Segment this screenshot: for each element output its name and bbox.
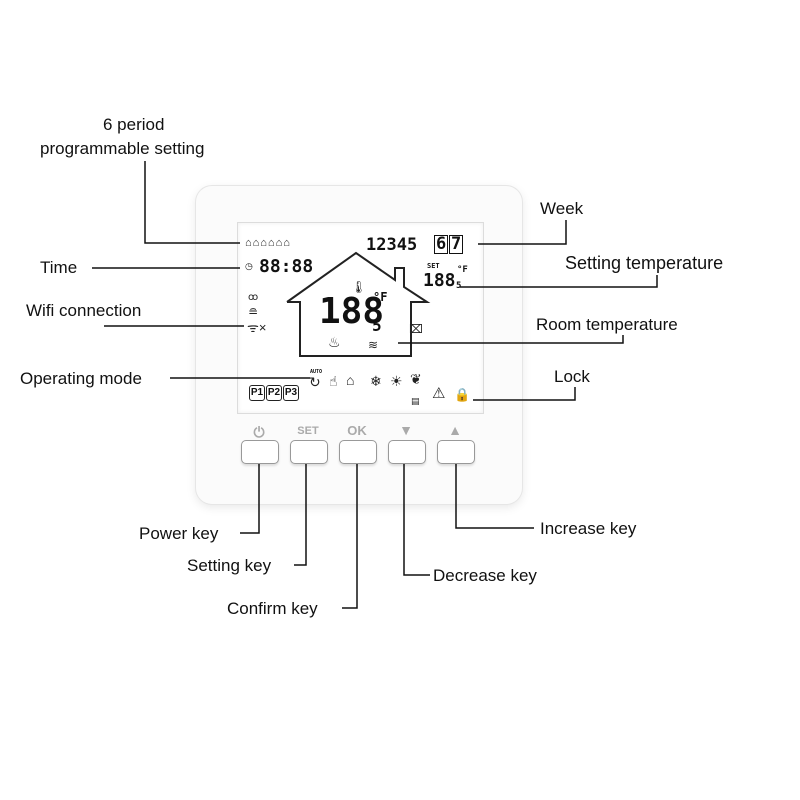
label-time: Time: [40, 258, 78, 277]
label-setting-key: Setting key: [187, 556, 272, 575]
room-temperature-decimal: 5: [372, 316, 382, 335]
sensor-icon: ≋: [368, 338, 379, 352]
week-day-7: 7: [449, 234, 464, 254]
snowflake-icon: ❄: [370, 373, 382, 389]
week-digits: 12345: [366, 235, 418, 255]
away-icon: ⌂: [346, 372, 355, 388]
period-icons: ⌂⌂⌂⌂⌂⌂: [245, 237, 291, 249]
label-power-key: Power key: [139, 524, 219, 543]
label-operating-mode: Operating mode: [20, 369, 142, 388]
label-period-line2: programmable setting: [40, 139, 205, 158]
label-decrease-key: Decrease key: [433, 566, 537, 585]
increase-key-button[interactable]: [437, 440, 475, 464]
down-arrow-icon: ▼: [399, 422, 413, 438]
wifi-icon: ᯤ×: [247, 320, 267, 335]
power-key-button[interactable]: [241, 440, 279, 464]
lock-icon: 🔒: [454, 387, 471, 402]
label-period-line1: 6 period: [103, 115, 165, 134]
label-setting-temperature: Setting temperature: [565, 253, 724, 273]
label-confirm-key: Confirm key: [227, 599, 318, 618]
decrease-key-button[interactable]: [388, 440, 426, 464]
set-temperature-decimal: 5: [456, 281, 462, 291]
room-temperature: 188: [319, 291, 385, 332]
floor-heating-icon: ♨: [328, 334, 341, 350]
label-increase-key: Increase key: [540, 519, 637, 538]
hand-icon: ☝: [329, 373, 338, 389]
set-key-button[interactable]: [290, 440, 328, 464]
auto-label: AUTO: [310, 369, 323, 375]
ok-key-caption: OK: [347, 423, 367, 438]
sun-icon: ☀: [390, 373, 403, 389]
leaf-icon: ❦: [410, 371, 422, 387]
label-lock: Lock: [554, 367, 590, 386]
set-key-caption: SET: [297, 425, 319, 437]
room-temperature-unit: °F: [373, 290, 388, 304]
time-display: 88:88: [259, 256, 314, 277]
battery-icon: ▤: [411, 396, 419, 406]
antenna-icon: ꝏ: [248, 292, 259, 303]
clock-icon: ◷: [245, 261, 253, 271]
window-icon: ⌧: [409, 322, 423, 336]
ok-key-button[interactable]: [339, 440, 377, 464]
warning-icon: ⚠: [432, 385, 446, 402]
label-week: Week: [540, 199, 584, 218]
auto-mode-icon: ↻: [309, 374, 321, 390]
label-wifi-connection: Wifi connection: [26, 301, 142, 320]
set-temperature-unit: °F: [457, 265, 468, 275]
program-p2: P2: [266, 385, 282, 401]
program-p3: P3: [283, 385, 299, 401]
set-label: SET: [427, 262, 440, 270]
week-day-6: 6: [434, 234, 449, 254]
heating-element-icon: ≘: [248, 305, 259, 319]
power-icon: ⏻: [253, 424, 265, 440]
set-temperature: 188: [423, 270, 456, 291]
label-room-temperature: Room temperature: [536, 315, 678, 334]
program-p1: P1: [249, 385, 265, 401]
up-arrow-icon: ▲: [448, 422, 462, 438]
thermometer-icon: 🌡: [351, 280, 367, 294]
